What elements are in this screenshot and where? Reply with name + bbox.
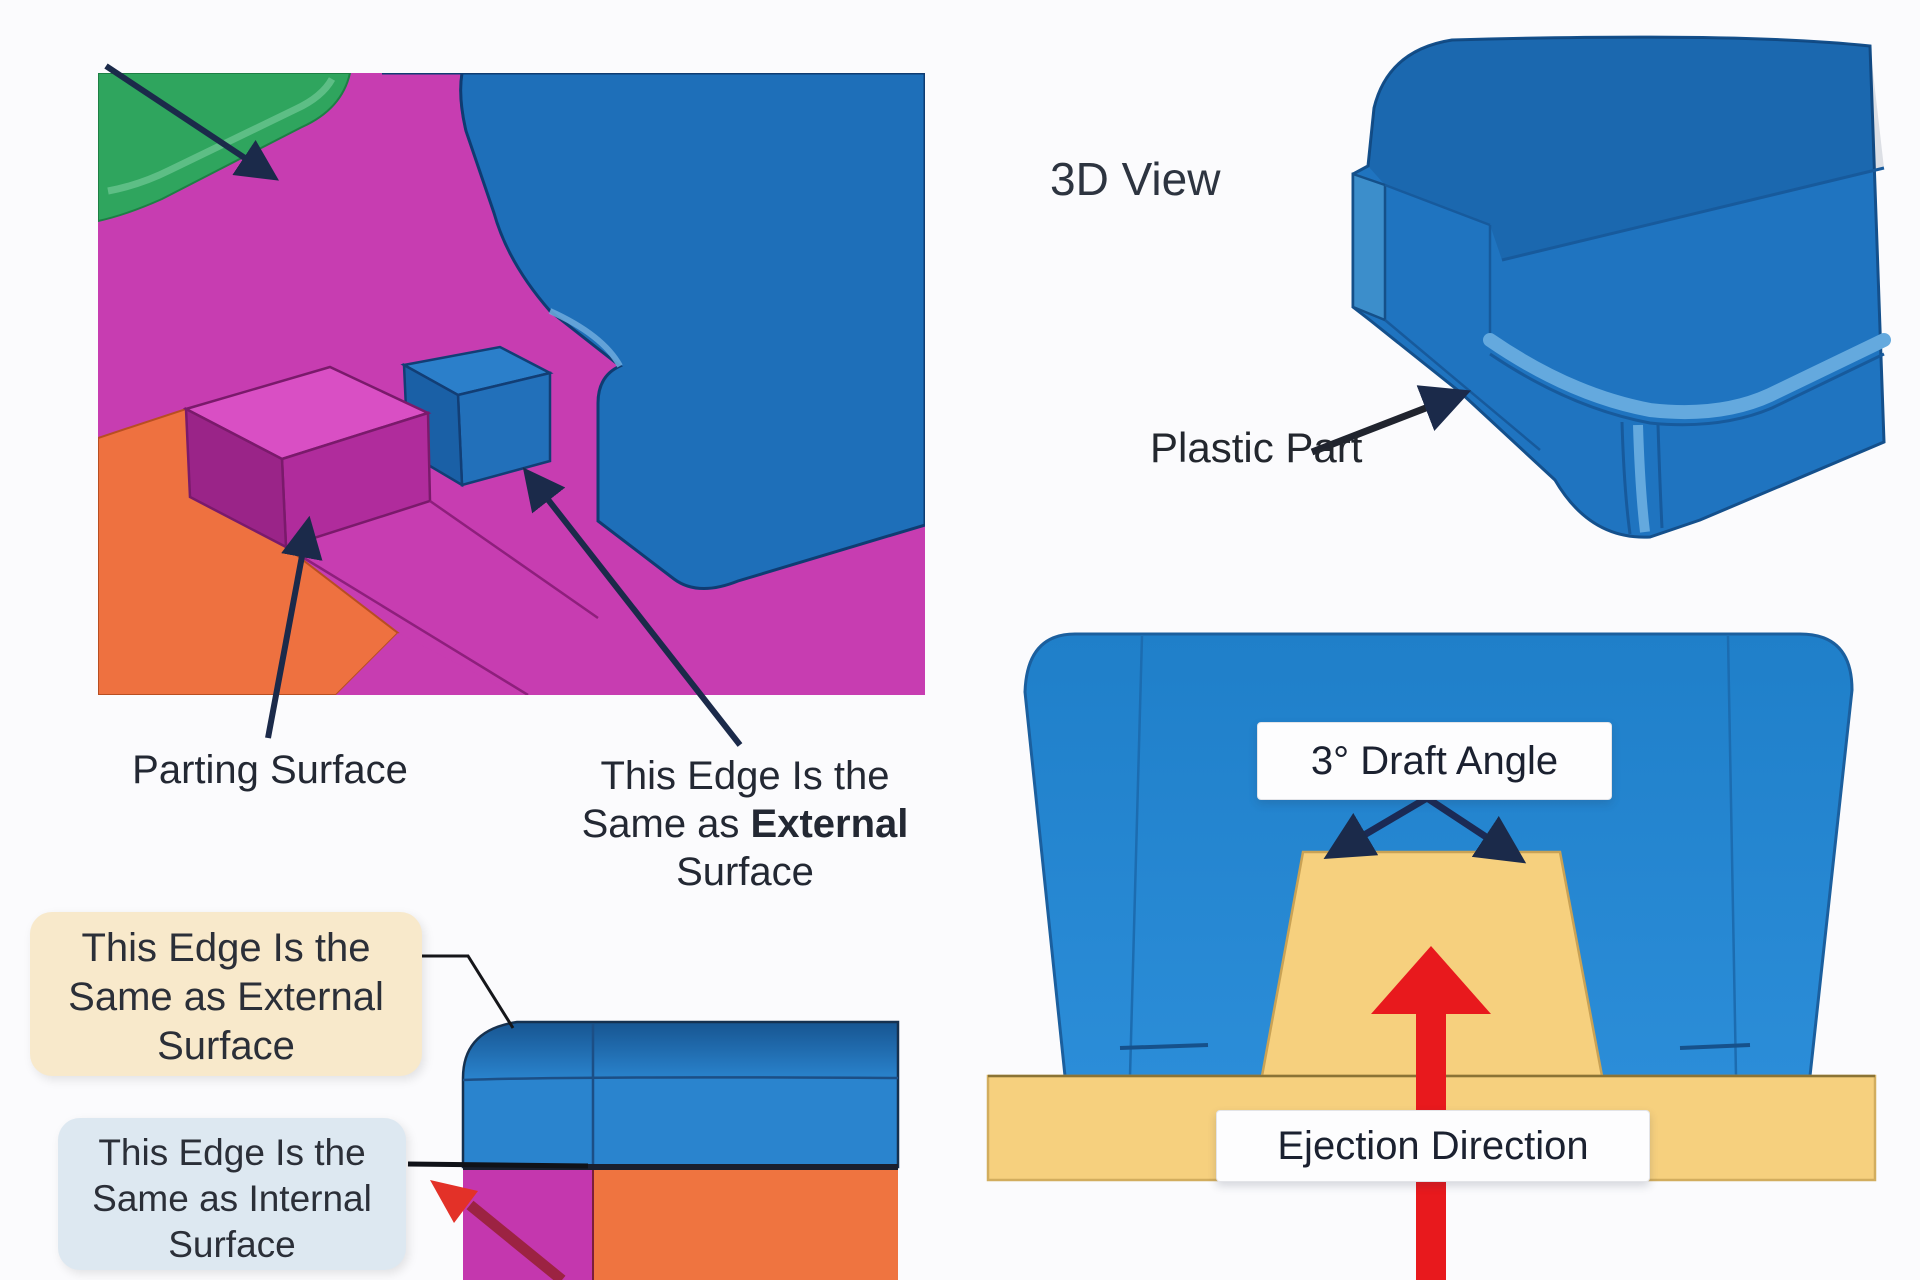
part-corner-highlight bbox=[1633, 424, 1650, 533]
plastic-part-body bbox=[1351, 35, 1886, 539]
plastic-part-label: Plastic Part bbox=[1150, 424, 1363, 471]
draft-angle-arrow-left bbox=[1323, 794, 1429, 859]
external-word-bold: External bbox=[750, 802, 909, 846]
external-edge-label-arrow bbox=[522, 467, 743, 747]
three-d-part-image bbox=[1351, 35, 1891, 539]
external-note-line2: Same as External bbox=[68, 975, 384, 1019]
external-box-leader-line bbox=[422, 954, 515, 1029]
blue-corner-highlight bbox=[548, 308, 623, 368]
draft-angle-arrow-right bbox=[1425, 795, 1527, 864]
blue-edge-lines bbox=[459, 73, 600, 521]
internal-word-bold: Internal bbox=[248, 1178, 372, 1219]
ejection-direction-tag: Ejection Direction bbox=[1216, 1110, 1650, 1182]
draft-body-panel-lines bbox=[1128, 635, 1738, 1077]
internal-box-leader-line bbox=[407, 1161, 589, 1169]
parting-surface-label-arrow bbox=[265, 515, 323, 739]
part-top-face-shade bbox=[1368, 37, 1884, 260]
internal-note-line3: Surface bbox=[168, 1224, 296, 1265]
internal-note-line2: Same as Internal bbox=[92, 1178, 372, 1219]
parting-view-image bbox=[98, 73, 925, 695]
external-note-line1: This Edge Is the bbox=[81, 926, 371, 970]
part-rim-highlight bbox=[1483, 333, 1891, 420]
internal-note-line1: This Edge Is the bbox=[98, 1132, 366, 1173]
external-edge-note-box: This Edge Is the Same as External Surfac… bbox=[30, 912, 422, 1076]
external-edge-label-line2: Same as External bbox=[581, 802, 909, 846]
internal-edge-arrow-shaft bbox=[466, 1200, 566, 1280]
platform-edge-lines bbox=[285, 499, 599, 695]
section-blue-edge-line bbox=[462, 1076, 899, 1082]
ejection-arrow-head bbox=[1371, 946, 1491, 1014]
draft-angle-tag: 3° Draft Angle bbox=[1257, 722, 1612, 800]
section-orange-surface bbox=[593, 1167, 898, 1280]
part-inner-top-edge bbox=[1501, 166, 1885, 262]
external-edge-label: This Edge Is the Same as External Surfac… bbox=[545, 752, 945, 896]
magenta-platform-edge bbox=[336, 633, 518, 695]
internal-edge-arrow-head bbox=[430, 1180, 478, 1223]
draft-view-image bbox=[986, 632, 1877, 1280]
plastic-part-arrow bbox=[1310, 385, 1472, 456]
part-rim-edge bbox=[1489, 352, 1885, 427]
internal-edge-note-box: This Edge Is the Same as Internal Surfac… bbox=[58, 1118, 406, 1270]
external-edge-label-line3: Surface bbox=[676, 850, 814, 894]
part-notch-edges bbox=[1384, 183, 1541, 451]
three-d-view-title: 3D View bbox=[1050, 153, 1221, 205]
ejection-direction-tag-text: Ejection Direction bbox=[1277, 1123, 1589, 1168]
external-edge-label-line1: This Edge Is the bbox=[600, 754, 890, 798]
parting-surface-corner-arrow bbox=[104, 63, 280, 181]
external-note-line3: Surface bbox=[157, 1024, 295, 1068]
parting-surface-label: Parting Surface bbox=[132, 748, 408, 792]
blue-step-block bbox=[400, 345, 554, 488]
section-view-image bbox=[461, 1020, 900, 1280]
draft-angle-tag-text: 3° Draft Angle bbox=[1310, 738, 1559, 783]
draft-body-bottom-ticks bbox=[1119, 1043, 1751, 1050]
part-corner-edges bbox=[1620, 421, 1664, 535]
green-fillet-band bbox=[107, 77, 336, 195]
